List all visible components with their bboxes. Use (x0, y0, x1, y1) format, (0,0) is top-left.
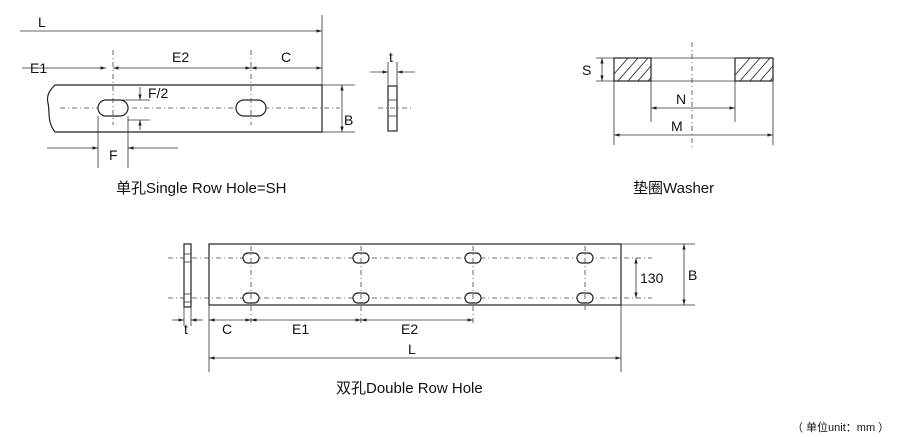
label-L: L (38, 14, 46, 30)
double-row-caption: 双孔Double Row Hole (336, 380, 483, 397)
label-B-double: B (688, 267, 697, 283)
label-t-double: t (184, 321, 188, 337)
washer-caption: 垫圈Washer (633, 180, 714, 197)
single-row-bar (46, 84, 323, 133)
label-E1: E1 (30, 60, 47, 76)
label-F-half: F/2 (148, 85, 168, 101)
double-row-bar (208, 243, 622, 306)
label-S: S (582, 62, 591, 78)
label-M: M (671, 118, 683, 134)
label-L-double: L (408, 341, 416, 357)
unit-note: （ 单位unit：mm ） (792, 420, 889, 434)
washer-drawing: S N M 垫圈Washer (582, 42, 774, 197)
single-row-drawing: L E1 E2 C F/2 B F t (20, 14, 415, 197)
double-row-side-view (183, 243, 192, 308)
single-row-caption: 单孔Single Row Hole=SH (116, 180, 287, 197)
label-N: N (676, 91, 686, 107)
label-F: F (109, 147, 118, 163)
double-row-drawing: B 130 t C E1 E2 L 双孔Double Row Hole (168, 243, 697, 397)
label-t: t (389, 49, 393, 65)
label-E2-double: E2 (401, 321, 418, 337)
label-E2: E2 (172, 49, 189, 65)
label-E1-double: E1 (292, 321, 309, 337)
label-B: B (344, 112, 353, 128)
label-C-double: C (222, 321, 232, 337)
single-row-side-view (387, 85, 398, 132)
label-C: C (281, 49, 291, 65)
label-130: 130 (640, 270, 664, 286)
